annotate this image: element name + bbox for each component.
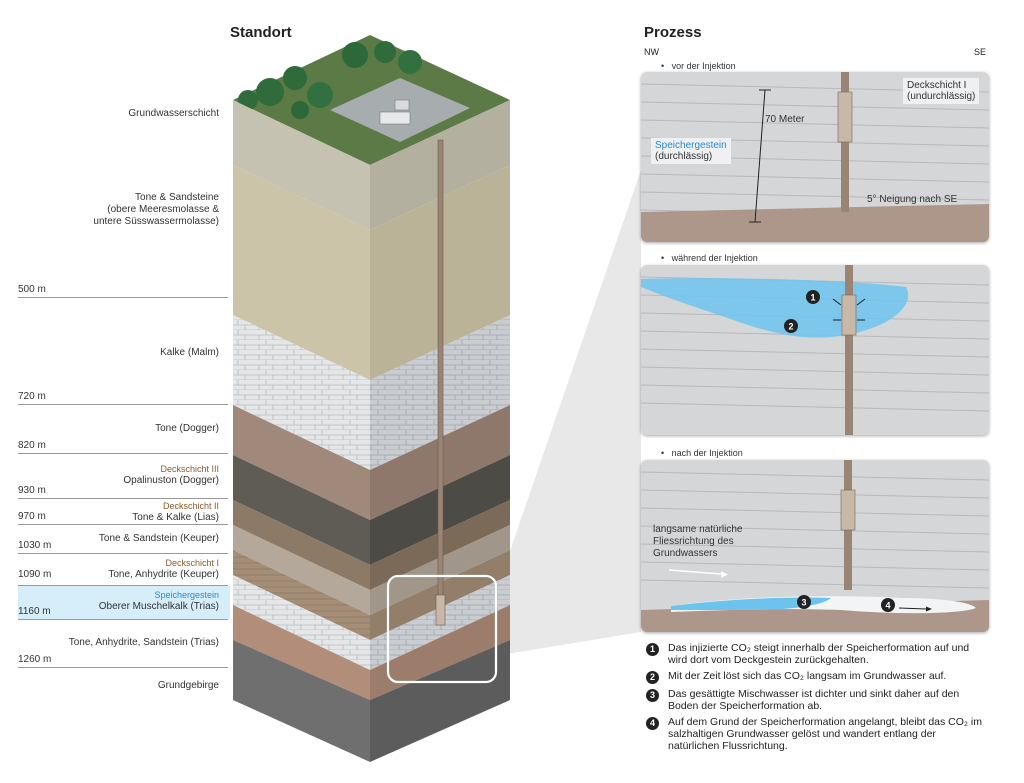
injection-well: [437, 139, 444, 621]
layer-label-trias: Tone, Anhydrite, Sandstein (Trias): [68, 637, 219, 648]
caprock-label: Deckschicht I(undurchlässig): [903, 78, 980, 104]
storage-layer-highlight: [18, 586, 230, 619]
layer-label-dogger: Tone (Dogger): [155, 423, 219, 434]
svg-text:2: 2: [788, 322, 793, 332]
svg-text:1: 1: [810, 293, 815, 303]
depth-500: 500 m: [18, 284, 46, 295]
depth-1030: 1030 m: [18, 540, 52, 551]
depth-970: 970 m: [18, 511, 46, 522]
zoom-cone: [500, 170, 641, 655]
svg-text:4: 4: [885, 601, 890, 611]
depth-line: [18, 667, 228, 668]
tilt-label: 5° Neigung nach SE: [867, 194, 958, 205]
panel-bullet-during: • während der Injektion: [661, 253, 758, 263]
depth-line: [18, 453, 228, 454]
depth-line: [18, 404, 228, 405]
panel-bullet-before: • vor der Injektion: [661, 61, 736, 71]
panel-bullet-after: • nach der Injektion: [661, 448, 743, 458]
depth-720: 720 m: [18, 391, 46, 402]
panel-during-injection: 1 2: [641, 265, 989, 435]
depth-930: 930 m: [18, 485, 46, 496]
depth-line: [18, 297, 228, 298]
site-title: Standort: [230, 24, 292, 41]
direction-se: SE: [974, 47, 987, 57]
panel-before-injection: Deckschicht I(undurchlässig) 70 Meter Sp…: [641, 72, 989, 242]
layer-label-grundgebirge: Grundgebirge: [157, 680, 219, 691]
layer-label-groundwater: Grundwasserschicht: [128, 108, 219, 119]
svg-text:3: 3: [801, 598, 806, 608]
depth-line: [18, 585, 228, 586]
layer-label-malm: Kalke (Malm): [160, 347, 219, 358]
depth-820: 820 m: [18, 440, 46, 451]
layer-label-molasse: Tone & Sandsteine (obere Meeresmolasse &…: [93, 192, 219, 227]
co2-plume: [641, 278, 909, 338]
depth-1160: 1160 m: [18, 606, 51, 617]
depth-line: [18, 498, 228, 499]
depth-line: [18, 553, 228, 554]
process-title: Prozess: [644, 24, 702, 41]
thickness-label: 70 Meter: [765, 114, 805, 125]
depth-1090: 1090 m: [18, 569, 52, 580]
depth-line: [18, 524, 228, 525]
depth-1260: 1260 m: [18, 654, 52, 665]
reservoir-label: Speichergestein(durchlässig): [651, 138, 731, 164]
depth-line: [18, 619, 228, 620]
direction-nw: NW: [644, 47, 659, 57]
zoom-frame: [386, 574, 498, 684]
layer-label-keuper-sandstein: Tone & Sandstein (Keuper): [98, 533, 219, 544]
